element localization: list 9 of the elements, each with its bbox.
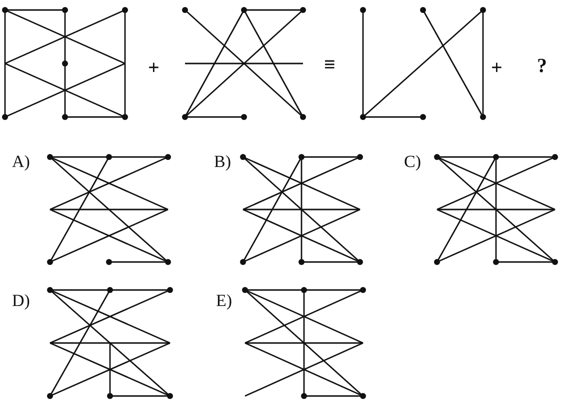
operator-sign: +	[148, 58, 160, 78]
option-label: B)	[214, 153, 231, 170]
option-label: C)	[404, 153, 421, 170]
operator-sign: +	[491, 58, 502, 78]
option-label: E)	[216, 292, 232, 309]
operator-sign: ≡	[324, 55, 336, 75]
option-label: D)	[12, 292, 30, 309]
question-mark: ?	[537, 56, 547, 76]
option-label: A)	[12, 153, 30, 170]
